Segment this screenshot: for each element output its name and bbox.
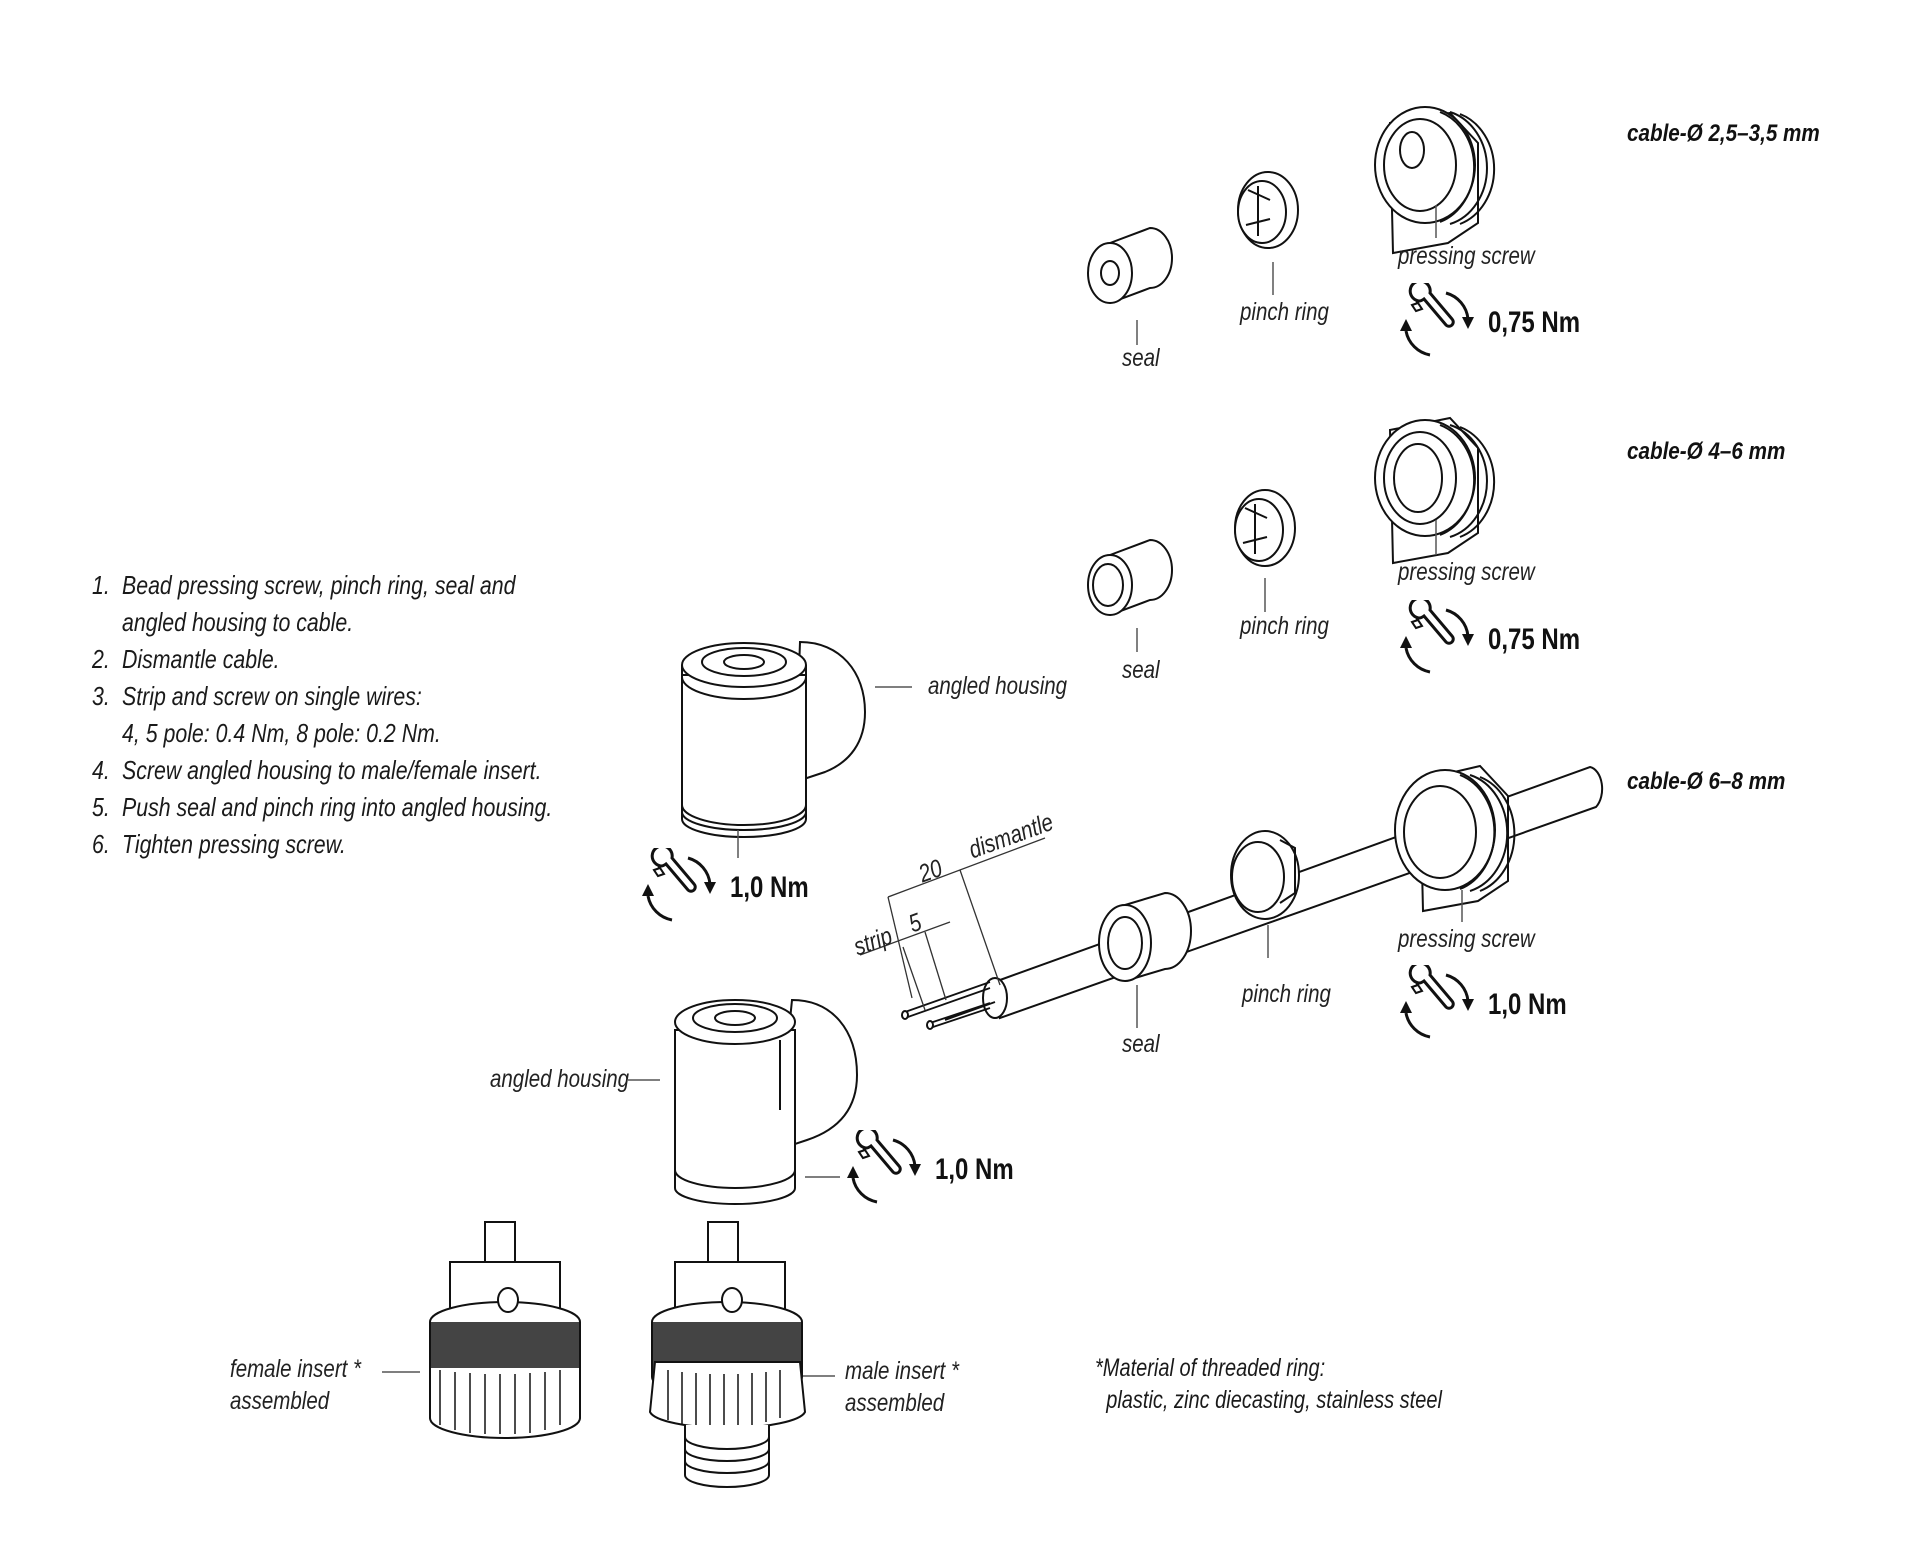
footnote-line-2: plastic, zinc diecasting, stainless stee…	[1106, 1386, 1442, 1414]
footnote: *Material of threaded ring: plastic, zin…	[1095, 1352, 1442, 1416]
torque-spec-3: 1,0 Nm	[1398, 965, 1586, 1045]
pressing-screw-part-3	[1394, 764, 1516, 913]
housing-top-torque: 1,0 Nm	[640, 848, 828, 928]
wrench-rotate-icon	[1398, 283, 1476, 357]
pinch-ring-label-1: pinch ring	[1240, 298, 1329, 326]
seal-part-3	[1098, 891, 1192, 982]
torque-value-1: 0,75 Nm	[1488, 306, 1581, 339]
pinch-ring-label-2: pinch ring	[1240, 612, 1329, 640]
seal-part-2	[1087, 538, 1173, 616]
wrench-rotate-icon	[845, 1130, 923, 1204]
male-insert-label: male insert *	[845, 1357, 959, 1385]
housing-top-torque-value: 1,0 Nm	[730, 871, 809, 904]
housing-bottom-torque: 1,0 Nm	[845, 1130, 1033, 1210]
pinch-ring-part-3	[1230, 830, 1300, 920]
wrench-rotate-icon	[640, 848, 718, 922]
pinch-ring-part-1	[1237, 171, 1299, 249]
dimension-lines	[859, 837, 1046, 1011]
wrench-rotate-icon	[1398, 600, 1476, 674]
angled-housing-label-bottom: angled housing	[490, 1065, 630, 1093]
female-insert-drawing	[429, 1221, 581, 1439]
seal-label-2: seal	[1122, 656, 1160, 684]
pinch-ring-label-3: pinch ring	[1242, 980, 1331, 1008]
female-insert-label-assembled: assembled	[230, 1387, 330, 1415]
torque-value-3: 1,0 Nm	[1488, 988, 1567, 1021]
pressing-screw-part-1	[1374, 106, 1496, 255]
pressing-screw-label-1: pressing screw	[1398, 242, 1535, 270]
pressing-screw-label-3: pressing screw	[1398, 925, 1535, 953]
pinch-ring-part-2	[1234, 489, 1296, 567]
pressing-screw-part-2	[1374, 416, 1496, 565]
housing-bottom-torque-value: 1,0 Nm	[935, 1153, 1014, 1186]
cable-diameter-heading-1: cable-Ø 2,5–3,5 mm	[1627, 120, 1820, 147]
footnote-line-1: *Material of threaded ring:	[1095, 1354, 1326, 1382]
angled-housing-top	[681, 640, 867, 838]
cable-diameter-heading-3: cable-Ø 6–8 mm	[1627, 768, 1786, 795]
male-insert-label-assembled: assembled	[845, 1389, 945, 1417]
pressing-screw-label-2: pressing screw	[1398, 558, 1535, 586]
torque-spec-1: 0,75 Nm	[1398, 283, 1603, 363]
torque-value-2: 0,75 Nm	[1488, 623, 1581, 656]
seal-label-3: seal	[1122, 1030, 1160, 1058]
female-insert-label: female insert *	[230, 1355, 362, 1383]
seal-label-1: seal	[1122, 344, 1160, 372]
male-insert-drawing	[648, 1221, 807, 1488]
cable-diameter-heading-2: cable-Ø 4–6 mm	[1627, 438, 1786, 465]
wrench-rotate-icon	[1398, 965, 1476, 1039]
angled-housing-bottom	[674, 998, 859, 1205]
seal-part-1	[1087, 226, 1173, 304]
torque-spec-2: 0,75 Nm	[1398, 600, 1603, 680]
angled-housing-label-top: angled housing	[928, 672, 1068, 700]
